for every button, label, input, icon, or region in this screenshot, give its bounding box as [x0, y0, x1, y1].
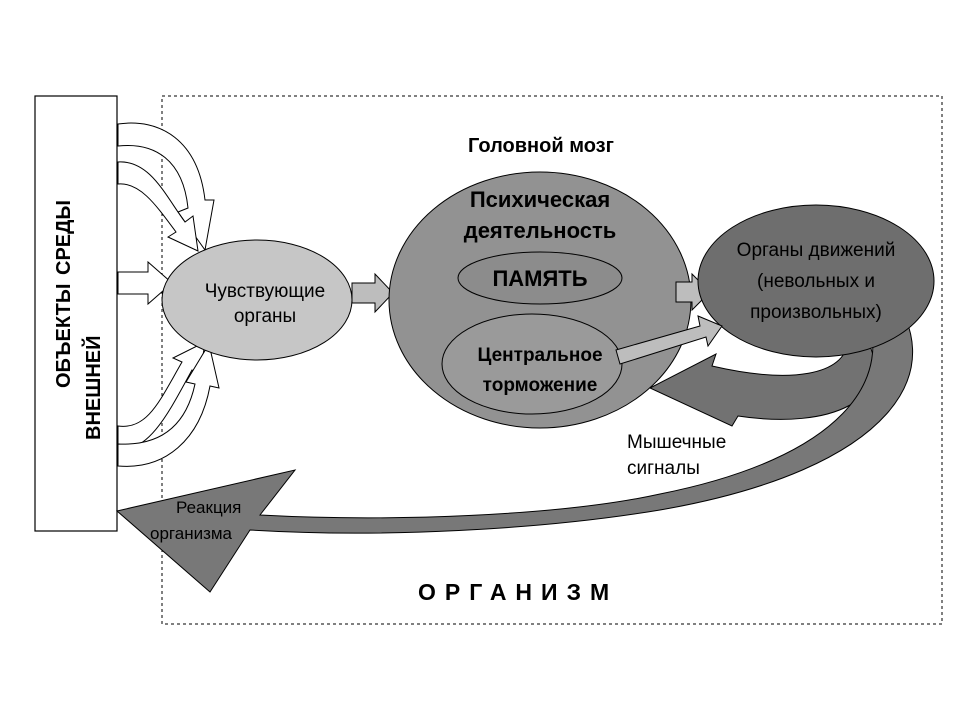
reaction-arrow	[115, 281, 914, 593]
input-arrow-2	[117, 161, 199, 252]
sensory-organs-label-line2: органы	[234, 306, 296, 327]
psychic-activity-line1: Психическая	[470, 187, 610, 212]
brain-title: Головной мозг	[468, 135, 614, 157]
environment-box	[34, 95, 118, 532]
motor-organs-label-line1: Органы движений	[737, 240, 896, 261]
sensory-organs-label-line1: Чувствующие	[205, 281, 326, 302]
inhibition-to-motor-arrow	[615, 315, 723, 365]
motor-organs-label-line2: (невольных и	[757, 271, 875, 292]
memory-node	[457, 251, 623, 305]
reaction-label-line1: Реакция	[176, 498, 241, 517]
input-arrows	[117, 122, 220, 467]
muscle-signals-line1: Мышечные	[627, 432, 726, 453]
psychic-activity-line2: деятельность	[464, 218, 617, 243]
environment-label-line2: ВНЕШНЕЙ	[81, 336, 105, 440]
central-inhibition-line2: торможение	[483, 375, 598, 396]
input-arrow-5	[117, 342, 220, 467]
motor-organs-label-line3: произвольных)	[750, 302, 882, 323]
central-inhibition-node	[441, 313, 623, 415]
environment-label-line1: ОБЪЕКТЫ	[53, 284, 75, 388]
memory-label: ПАМЯТЬ	[492, 266, 587, 291]
motor-organs-node	[697, 204, 935, 358]
environment-label-line1-right: СРЕДЫ	[53, 200, 75, 275]
reaction-label-line2: организма	[150, 524, 233, 543]
senses-to-brain-arrow	[351, 272, 394, 314]
input-arrow-3	[117, 260, 173, 306]
central-inhibition-line1: Центральное	[477, 345, 602, 366]
organism-boundary	[161, 95, 943, 625]
brain-to-motor-arrow	[675, 272, 711, 312]
organism-label: ОРГАНИЗМ	[418, 579, 618, 605]
muscle-signals-line2: сигналы	[627, 458, 700, 479]
